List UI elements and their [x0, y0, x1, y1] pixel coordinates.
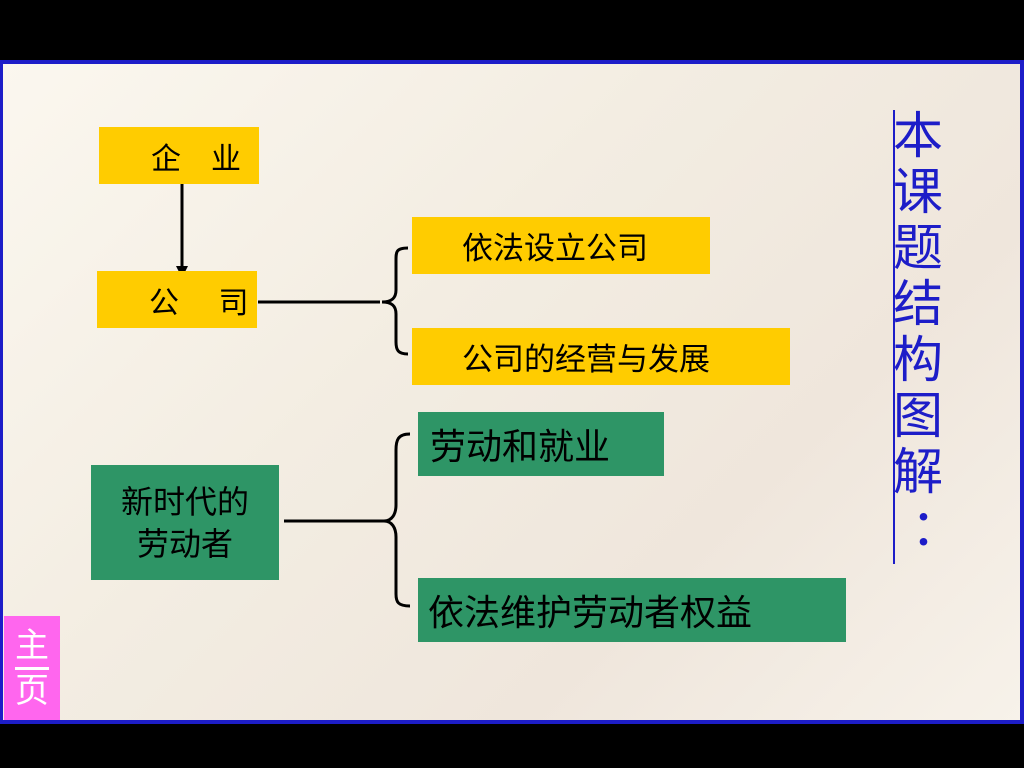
title-char: 题: [893, 219, 943, 277]
bottom-black-bar: [0, 724, 1024, 768]
node-laodong-jiuye: 劳动和就业: [418, 412, 664, 476]
title-char: 课: [893, 163, 943, 221]
title-char: 构: [893, 331, 943, 389]
node-qiye: 企 业: [99, 127, 259, 184]
home-button-char2: 页: [15, 670, 49, 711]
title-char: 本: [893, 107, 943, 165]
node-yifa-sheli-gongsi: 依法设立公司: [412, 217, 710, 274]
title-char: ：: [911, 499, 961, 557]
title-rule: [893, 110, 895, 564]
upper-brace: [381, 246, 409, 356]
vertical-title: 本 课 题 结 构 图 解 ：: [893, 107, 961, 557]
node-xinshidai-laodongzhe: 新时代的 劳动者: [91, 465, 279, 580]
slide-left-border: [0, 60, 3, 724]
top-black-bar: [0, 0, 1024, 60]
home-button-separator: [15, 666, 49, 670]
title-char: 解: [893, 443, 943, 501]
slide-top-border: [0, 60, 1024, 64]
home-button[interactable]: 主 页: [4, 616, 60, 720]
slide-right-border: [1020, 60, 1024, 724]
node-weihu-quanyi: 依法维护劳动者权益: [418, 578, 846, 642]
node-gongsi: 公 司: [97, 271, 257, 328]
home-button-char1: 主: [15, 625, 49, 666]
lower-brace: [383, 432, 411, 608]
node-xinshidai-line1: 新时代的: [120, 482, 249, 521]
title-char: 结: [893, 275, 943, 333]
node-gongsi-jingying-fazhan: 公司的经营与发展: [412, 328, 790, 385]
slide-bottom-border: [0, 720, 1024, 724]
title-char: 图: [893, 387, 943, 445]
node-xinshidai-line2: 劳动者: [136, 524, 233, 563]
